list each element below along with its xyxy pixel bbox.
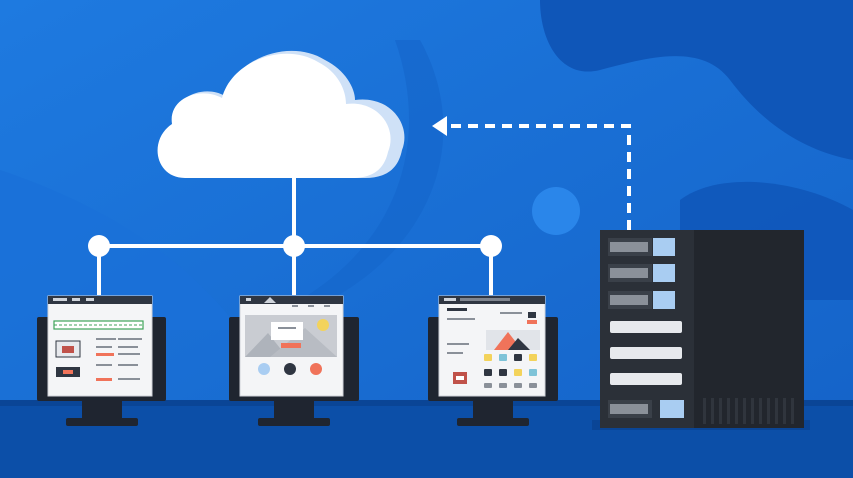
monitor-right-neck [473,400,513,420]
floor-shade [0,400,853,406]
server-slot-1 [610,321,682,333]
server-drive-bay-2 [608,264,675,282]
monitor-right [428,295,558,426]
gallery-dot-dark [284,363,296,375]
background-blob-right [540,0,853,160]
junction-node-right [480,235,502,257]
monitor-left [37,295,166,426]
server-slot-2 [610,347,682,359]
server-drive-bay-1 [608,238,675,256]
monitor-right-stand [457,418,529,426]
server-rack [592,230,810,430]
monitor-left-neck [82,400,122,420]
server-to-cloud-dashed-arrow [445,124,631,230]
server-drive-bay-bottom [608,400,684,418]
monitor-center [229,295,359,426]
server-side [694,230,804,428]
cloud-icon [157,50,405,178]
background-wave-left [0,170,240,330]
monitor-center-stand [258,418,330,426]
window-center-titlebar [240,296,343,304]
junction-node-left [88,235,110,257]
server-vents [703,398,794,424]
junction-node-center [283,235,305,257]
server-drive-bay-3 [608,291,675,309]
server-slot-3 [610,373,682,385]
window-left-titlebar [48,296,152,304]
gallery-dot-red [310,363,322,375]
monitor-center-neck [274,400,314,420]
arrowhead-icon [432,116,447,136]
gallery-dot-teal [258,363,270,375]
monitor-left-stand [66,418,138,426]
background-bubble [532,187,580,235]
